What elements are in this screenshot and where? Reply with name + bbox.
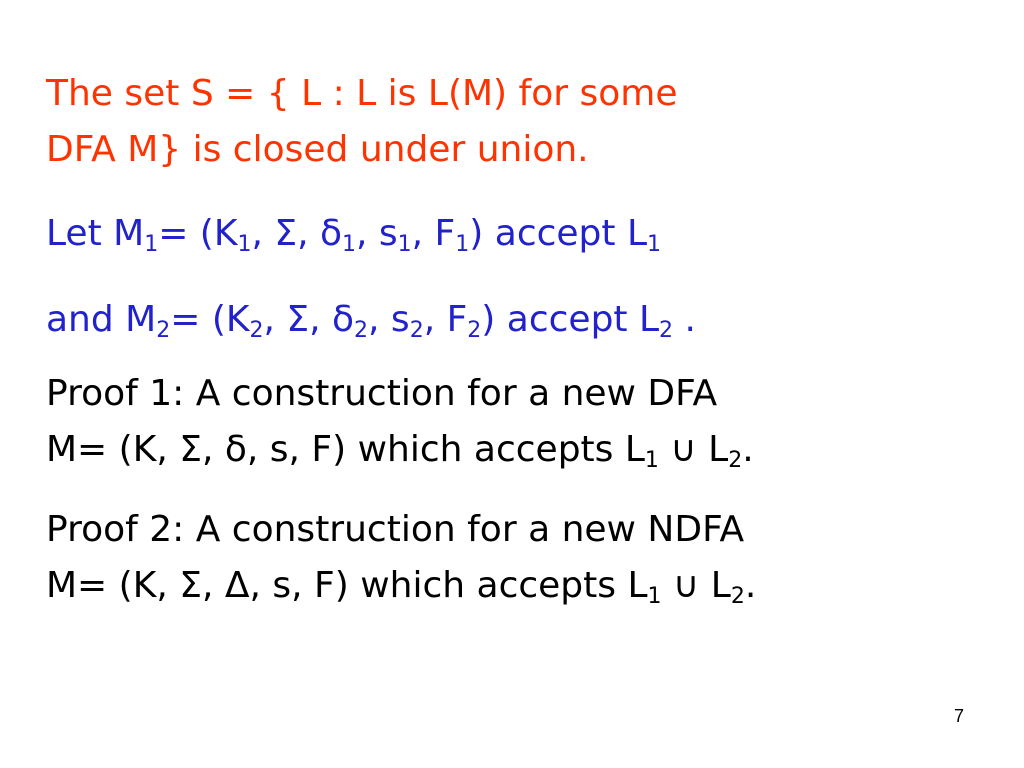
proof2-paragraph: Proof 2: A construction for a new NDFA M…	[46, 502, 996, 614]
dfa2-eq-open: = (K	[170, 299, 250, 340]
proof2-line-1: Proof 2: A construction for a new NDFA	[46, 509, 745, 550]
dfa2-s: , s	[368, 299, 410, 340]
dfa1-accept: ) accept L	[469, 213, 648, 254]
proof1-line-2: M= (K, Σ, δ, s, F) which accepts L1 ∪ L2…	[46, 422, 996, 478]
proof2-line-2-main: M= (K, Σ, Δ, s, F) which accepts L	[46, 565, 648, 606]
proof2-l1-subscript: 1	[647, 584, 662, 609]
claim-paragraph: The set S = { L : L is L(M) for some DFA…	[46, 66, 996, 178]
dfa2-delta-subscript: 2	[354, 318, 369, 343]
proof2-union: ∪ L	[661, 565, 731, 606]
dfa1-s: , s	[356, 213, 398, 254]
proof2-line-2: M= (K, Σ, Δ, s, F) which accepts L1 ∪ L2…	[46, 558, 996, 614]
dfa1-s-subscript: 1	[397, 232, 412, 257]
dfa1-definition: Let M1= (K1, Σ, δ1, s1, F1) accept L1	[46, 206, 996, 262]
dfa1-m-subscript: 1	[144, 232, 159, 257]
proof1-paragraph: Proof 1: A construction for a new DFA M=…	[46, 366, 996, 478]
dfa2-prefix: and M	[46, 299, 157, 340]
proof1-line-1: Proof 1: A construction for a new DFA	[46, 373, 718, 414]
dfa1-f-subscript: 1	[455, 232, 470, 257]
dfa1-f: , F	[411, 213, 456, 254]
proof2-l2-subscript: 2	[730, 584, 745, 609]
dfa1-eq-open: = (K	[158, 213, 238, 254]
dfa2-definition: and M2= (K2, Σ, δ2, s2, F2) accept L2 .	[46, 292, 996, 348]
dfa2-k-subscript: 2	[249, 318, 264, 343]
proof2-end: .	[744, 565, 757, 606]
proof1-l1-subscript: 1	[644, 448, 659, 473]
dfa1-delta-subscript: 1	[342, 232, 357, 257]
dfa2-s-subscript: 2	[409, 318, 424, 343]
dfa1-prefix: Let M	[46, 213, 145, 254]
proof1-end: .	[742, 429, 754, 470]
dfa1-sigma-delta: , Σ, δ	[251, 213, 343, 254]
dfa2-f-subscript: 2	[467, 318, 482, 343]
claim-line-2: DFA M} is closed under union.	[46, 129, 589, 170]
proof1-line-2-main: M= (K, Σ, δ, s, F) which accepts L	[46, 429, 645, 470]
slide-number: 7	[953, 706, 964, 726]
dfa2-f: , F	[423, 299, 468, 340]
dfa2-sigma-delta: , Σ, δ	[263, 299, 355, 340]
dfa2-end: .	[673, 299, 696, 340]
proof1-l2-subscript: 2	[728, 448, 743, 473]
dfa1-k-subscript: 1	[237, 232, 252, 257]
dfa2-l-subscript: 2	[659, 318, 674, 343]
dfa2-m-subscript: 2	[156, 318, 171, 343]
dfa2-accept: ) accept L	[481, 299, 660, 340]
dfa1-l-subscript: 1	[647, 232, 662, 257]
proof1-union: ∪ L	[658, 429, 729, 470]
claim-line-1: The set S = { L : L is L(M) for some	[46, 73, 678, 114]
